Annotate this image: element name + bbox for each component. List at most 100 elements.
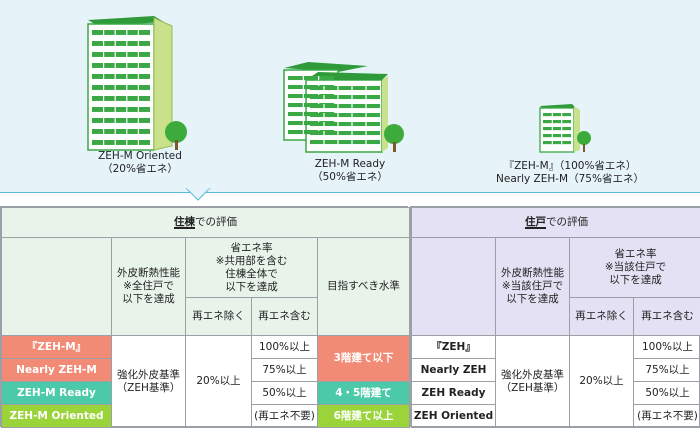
window-divider <box>115 96 116 101</box>
window-divider <box>323 113 324 117</box>
envelope-header: 外皮断熱性能 ※全住戸で 以下を達成 <box>112 238 186 336</box>
window-divider <box>365 86 366 90</box>
window-divider <box>103 41 104 46</box>
dwelling-include-value-50: 50%以上 <box>634 382 700 405</box>
window-band <box>92 129 150 134</box>
window-divider <box>103 129 104 134</box>
window-divider <box>115 30 116 35</box>
window-divider <box>561 120 562 123</box>
window-divider <box>365 140 366 144</box>
window-band <box>543 113 571 116</box>
window-divider <box>351 113 352 117</box>
building-evaluation-title: 住棟での評価 <box>2 208 410 238</box>
window-divider <box>115 63 116 68</box>
window-band <box>543 141 571 144</box>
window-divider <box>138 41 139 46</box>
window-band <box>310 104 380 108</box>
level-zeh-m-ready: ZEH-M Ready <box>2 382 112 405</box>
window-divider <box>552 113 553 116</box>
window-divider <box>552 141 553 144</box>
building-evaluation-table: 住棟での評価 外皮断熱性能 ※全住戸で 以下を達成 省エネ率 ※共用部を含む 住… <box>1 207 410 428</box>
include-value-none: (再エネ不要) <box>252 405 318 428</box>
window-divider <box>552 127 553 130</box>
window-divider <box>103 140 104 145</box>
window-divider <box>365 131 366 135</box>
level-zeh-m: 『ZEH-M』 <box>2 336 112 359</box>
window-divider <box>126 107 127 112</box>
window-band <box>92 52 150 57</box>
window-divider <box>138 52 139 57</box>
window-divider <box>115 107 116 112</box>
window-divider <box>303 103 304 107</box>
window-divider <box>103 74 104 79</box>
window-divider <box>126 63 127 68</box>
window-divider <box>115 85 116 90</box>
window-divider <box>365 113 366 117</box>
window-band <box>92 107 150 112</box>
window-divider <box>126 30 127 35</box>
window-divider <box>351 140 352 144</box>
window-band <box>543 134 571 137</box>
window-divider <box>365 104 366 108</box>
window-band <box>310 95 380 99</box>
include-renewable-header: 再エネ含む <box>252 298 318 336</box>
dwelling-envelope-value: 強化外皮基準 （ZEH基準） <box>496 336 570 428</box>
window-divider <box>115 52 116 57</box>
window-band <box>310 140 380 144</box>
target-high-rise: 6階建て以上 <box>318 405 410 428</box>
window-divider <box>126 118 127 123</box>
window-divider <box>552 120 553 123</box>
window-divider <box>351 131 352 135</box>
low-rise-apartment-icon <box>536 100 596 154</box>
window-divider <box>103 96 104 101</box>
dwelling-include-renewable-header: 再エネ含む <box>634 298 700 336</box>
window-divider <box>126 41 127 46</box>
window-divider <box>303 121 304 125</box>
exclude-renewable-header: 再エネ除く <box>186 298 252 336</box>
dwelling-exclude-renewable-value: 20%以上 <box>570 336 634 428</box>
window-divider <box>103 107 104 112</box>
window-divider <box>303 76 304 80</box>
window-divider <box>351 122 352 126</box>
window-divider <box>337 104 338 108</box>
mid-rise-caption: ZEH-M Ready （50%省エネ） <box>280 158 420 184</box>
window-divider <box>552 134 553 137</box>
window-band <box>92 63 150 68</box>
window-band <box>92 118 150 123</box>
window-divider <box>138 63 139 68</box>
building-evaluation-panel: 住棟での評価 外皮断熱性能 ※全住戸で 以下を達成 省エネ率 ※共用部を含む 住… <box>0 206 408 427</box>
level-zeh: 『ZEH』 <box>412 336 496 359</box>
dwelling-level-header-blank <box>412 238 496 336</box>
window-band <box>92 74 150 79</box>
window-divider <box>303 112 304 116</box>
callout-pointer <box>186 188 210 202</box>
window-divider <box>561 141 562 144</box>
dwelling-include-value-75: 75%以上 <box>634 359 700 382</box>
window-divider <box>138 85 139 90</box>
window-divider <box>561 134 562 137</box>
window-divider <box>138 107 139 112</box>
window-band <box>310 113 380 117</box>
window-divider <box>126 85 127 90</box>
window-band <box>543 120 571 123</box>
window-divider <box>323 122 324 126</box>
window-divider <box>337 131 338 135</box>
level-nearly-zeh: Nearly ZEH <box>412 359 496 382</box>
window-divider <box>138 118 139 123</box>
window-divider <box>115 129 116 134</box>
dwelling-exclude-renewable-header: 再エネ除く <box>570 298 634 336</box>
window-band <box>543 127 571 130</box>
window-divider <box>303 94 304 98</box>
window-divider <box>103 118 104 123</box>
window-divider <box>323 140 324 144</box>
level-zeh-oriented: ZEH Oriented <box>412 405 496 428</box>
dwelling-evaluation-panel: 住戸での評価 外皮断熱性能 ※当該住戸で 以下を達成 省エネ率 ※当該住戸で 以… <box>410 206 700 427</box>
window-divider <box>337 113 338 117</box>
level-zeh-m-oriented: ZEH-M Oriented <box>2 405 112 428</box>
window-divider <box>323 104 324 108</box>
tall-apartment-icon <box>84 12 194 152</box>
include-value-75: 75%以上 <box>252 359 318 382</box>
window-divider <box>351 95 352 99</box>
target-mid-rise: 4・5階建て <box>318 382 410 405</box>
window-divider <box>138 96 139 101</box>
